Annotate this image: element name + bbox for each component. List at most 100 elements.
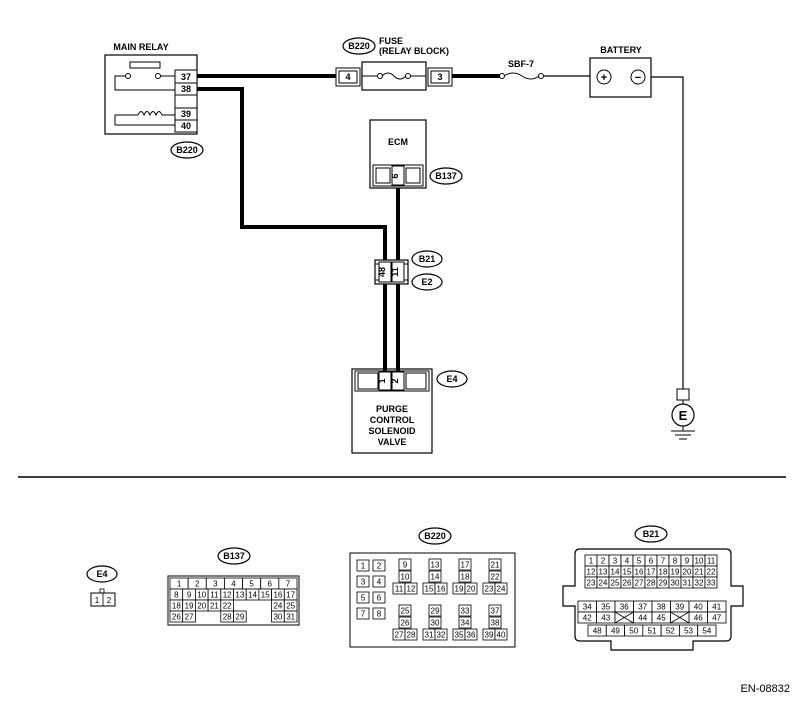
svg-text:B137: B137 (435, 171, 457, 181)
ecm-pin: 6 (390, 173, 400, 178)
connector-pin-label: 27 (185, 613, 194, 622)
connector-pin-label: 6 (268, 580, 273, 589)
connector-pin-label: 43 (601, 614, 610, 623)
valve-title-line: CONTROL (370, 415, 415, 425)
legend-b21-label: B21 (643, 529, 660, 539)
connector-pin-label: 7 (361, 610, 366, 619)
connector-pin-label: 37 (638, 603, 647, 612)
connector-pin-label: 35 (601, 603, 610, 612)
connector-pin-label: 41 (712, 603, 721, 612)
connector-pin-label: 54 (702, 627, 711, 636)
connector-pin-label: 19 (671, 568, 680, 577)
connector-pin-label: 5 (361, 594, 366, 603)
purge-valve: 1 2 PURGE CONTROL SOLENOID VALVE (352, 369, 432, 453)
connector-pin-label: 35 (455, 631, 464, 640)
svg-text:B220: B220 (348, 41, 370, 51)
connector-pin-label: 32 (437, 631, 446, 640)
connector-pin-label: 2 (195, 580, 200, 589)
fuse-pin-left: 4 (345, 72, 350, 82)
connector-pin-label: 24 (599, 579, 608, 588)
svg-text:B220: B220 (176, 145, 198, 155)
connector-pin-label: 25 (401, 607, 410, 616)
connector-pin-label: 10 (401, 573, 410, 582)
connector-pin-label: 25 (286, 602, 295, 611)
connector-pin-label: 3 (361, 578, 366, 587)
legend-e4: E4 1 2 (87, 566, 117, 606)
sbf-fusible-link (500, 73, 544, 79)
relay-pin: 38 (181, 84, 191, 94)
connector-pin-label: 10 (695, 557, 704, 566)
connector-pin-label: 12 (223, 591, 232, 600)
connector-pin-label: 33 (707, 579, 716, 588)
fuse-subtitle: (RELAY BLOCK) (379, 46, 449, 56)
legend-b220-label: B220 (424, 531, 446, 541)
relay-pin: 40 (181, 121, 191, 131)
connector-pin-label: 25 (611, 579, 620, 588)
connector-pin-label: 40 (497, 631, 506, 640)
connector-pin-label: 8 (673, 557, 678, 566)
connector-pin-label: 30 (273, 613, 282, 622)
document-code: EN-08832 (740, 683, 790, 695)
connector-pin-label: 31 (286, 613, 295, 622)
legend-e4-pin: 2 (107, 596, 112, 605)
connector-pin-label: 52 (666, 627, 675, 636)
connector-pin-label: 8 (174, 591, 179, 600)
svg-text:B21: B21 (419, 254, 436, 264)
valve-title-line: PURGE (376, 404, 408, 414)
connector-pin-label: 29 (235, 613, 244, 622)
ecm: ECM 6 (370, 120, 426, 188)
connector-pin-label: 16 (273, 591, 282, 600)
valve-connector-badge: E4 (437, 371, 467, 387)
connector-pin-label: 14 (248, 591, 257, 600)
connector-pin-label: 17 (647, 568, 656, 577)
connector-pin-label: 20 (197, 602, 206, 611)
connector-pin-label: 38 (657, 603, 666, 612)
connector-pin-label: 8 (377, 610, 382, 619)
connector-pin-label: 21 (210, 602, 219, 611)
connector-pin-label: 9 (403, 561, 408, 570)
connector-pin-label: 5 (249, 580, 254, 589)
connector-pin-label: 1 (177, 580, 182, 589)
main-relay-title: MAIN RELAY (113, 42, 168, 52)
connector-pin-label: 28 (647, 579, 656, 588)
valve-title-line: VALVE (378, 437, 407, 447)
relay-pin: 39 (181, 109, 191, 119)
connector-pin-label: 6 (649, 557, 654, 566)
connector-pin-label: 48 (593, 627, 602, 636)
connector-pin-label: 16 (635, 568, 644, 577)
connector-pin-label: 22 (491, 573, 500, 582)
ecm-connector-badge: B137 (430, 168, 462, 184)
connector-pin-label: 11 (395, 585, 404, 594)
legend-e4-pin: 1 (95, 596, 100, 605)
valve-title-line: SOLENOID (368, 426, 416, 436)
ground-label: E (679, 408, 688, 423)
connector-pin-label: 16 (437, 585, 446, 594)
ecm-title: ECM (388, 137, 408, 147)
battery: + − (590, 58, 651, 97)
connector-pin-label: 3 (613, 557, 618, 566)
connector-pin-label: 13 (599, 568, 608, 577)
connector-pin-label: 24 (497, 585, 506, 594)
connector-pin-label: 53 (684, 627, 693, 636)
connector-pin-label: 51 (648, 627, 657, 636)
connector-pin-label: 12 (407, 585, 416, 594)
connector-pin-label: 18 (461, 573, 470, 582)
connector-pin-label: 26 (172, 613, 181, 622)
ground-symbol: E (671, 389, 695, 439)
connector-pin-label: 30 (671, 579, 680, 588)
connector-pin-label: 2 (601, 557, 606, 566)
connector-pin-label: 4 (625, 557, 630, 566)
junction-pin: 48 (377, 267, 387, 277)
junction-badge-top: B21 (412, 251, 442, 267)
junction-badge-bottom: E2 (412, 274, 442, 290)
connector-pin-label: 7 (661, 557, 666, 566)
battery-plus: + (601, 72, 607, 84)
connector-pin-label: 4 (377, 578, 382, 587)
battery-minus: − (635, 72, 641, 84)
connector-pin-label: 6 (377, 594, 382, 603)
junction-connector: 48 11 (375, 260, 408, 284)
connector-pin-label: 24 (273, 602, 282, 611)
connector-pin-label: 27 (635, 579, 644, 588)
